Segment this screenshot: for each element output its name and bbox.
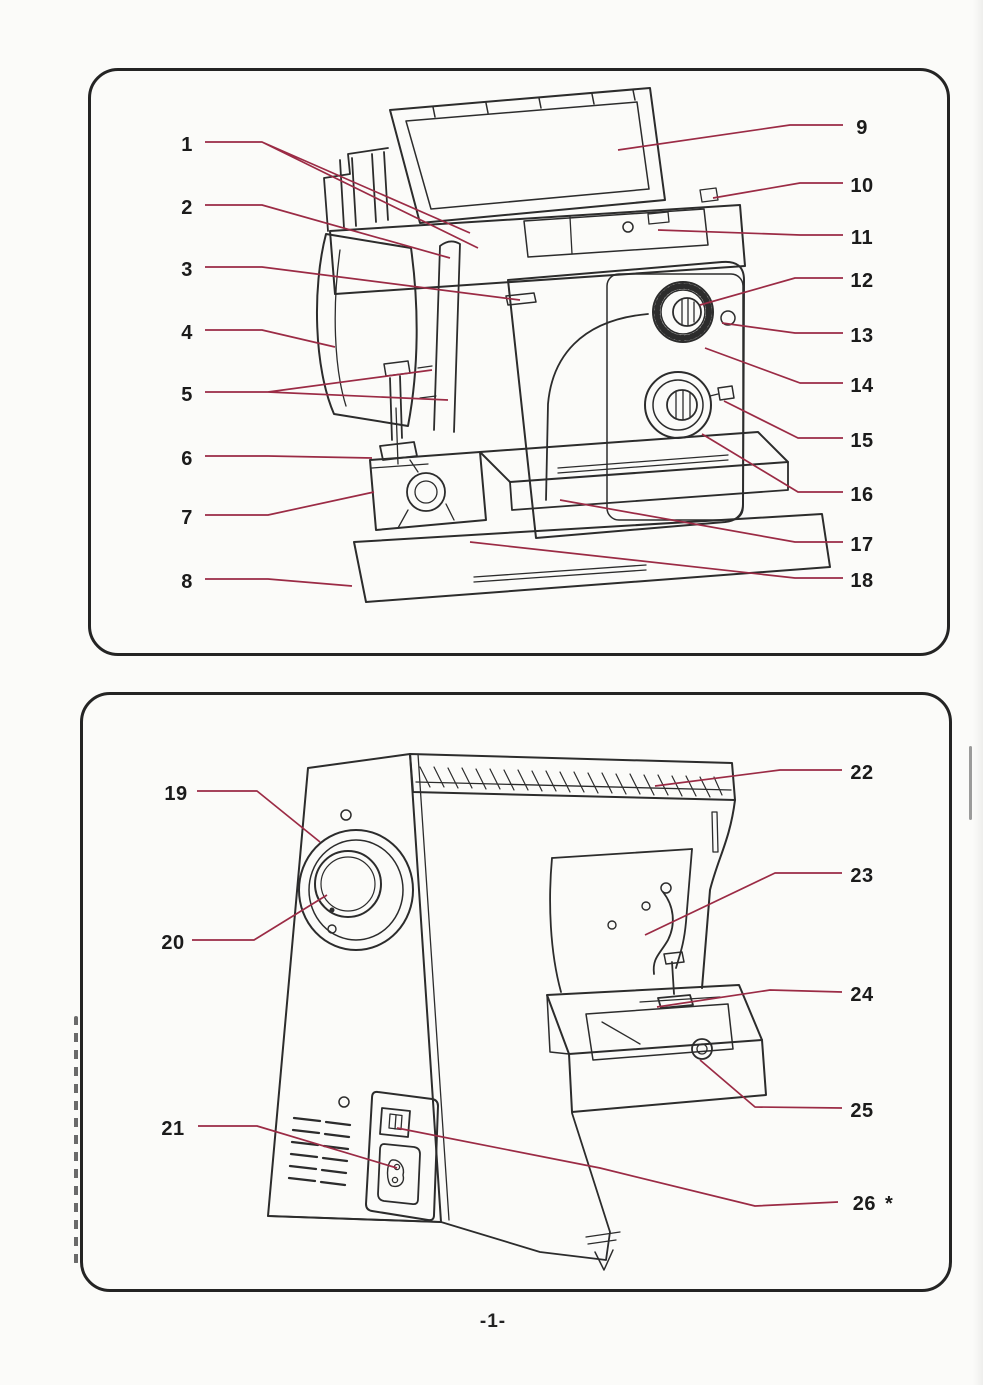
callout-label-17: 17	[850, 534, 874, 556]
callout-label-7: 7	[181, 507, 193, 529]
back-view-illustration	[192, 753, 843, 1271]
callout-label-1: 1	[181, 134, 193, 156]
callout-label-21: 21	[161, 1118, 185, 1140]
front-view-illustration	[205, 87, 843, 603]
back-leader-lines	[192, 769, 843, 1207]
callout-label-6: 6	[181, 448, 193, 470]
callout-label-8: 8	[181, 571, 193, 593]
page-edge-shading	[973, 0, 983, 1385]
asterisk-mark: *	[884, 1193, 894, 1215]
back-machine-drawing	[267, 753, 767, 1271]
page-number: -1-	[479, 1311, 507, 1332]
callout-label-22: 22	[850, 762, 874, 784]
callout-label-16: 16	[850, 484, 874, 506]
front-machine-drawing	[315, 87, 831, 603]
callout-label-14: 14	[850, 375, 874, 397]
front-leader-lines	[205, 124, 843, 587]
callout-label-2: 2	[181, 197, 193, 219]
callout-label-12: 12	[850, 270, 874, 292]
scan-artifact-left-edge	[74, 1016, 78, 1264]
scan-artifact-right-edge	[969, 746, 972, 820]
callout-label-5: 5	[181, 384, 193, 406]
back-view-panel: 19 20 21 22 23 24 25 26 *	[80, 692, 952, 1292]
callout-label-26-number: 26	[852, 1193, 876, 1215]
callout-label-4: 4	[181, 322, 193, 344]
callout-label-18: 18	[850, 570, 874, 592]
callout-label-24: 24	[850, 984, 874, 1006]
callout-label-20: 20	[161, 932, 185, 954]
callout-label-25: 25	[850, 1100, 874, 1122]
callout-label-15: 15	[850, 430, 874, 452]
callout-label-9: 9	[856, 117, 868, 139]
callout-label-23: 23	[850, 865, 874, 887]
callout-label-13: 13	[850, 325, 874, 347]
callout-label-11: 11	[850, 227, 874, 249]
callout-label-3: 3	[181, 259, 193, 281]
front-view-panel: 1 2 3 4 5 6 7 8 9 10 11 12 13 14 15 16 1…	[88, 68, 950, 656]
callout-label-10: 10	[850, 175, 874, 197]
callout-label-19: 19	[164, 783, 188, 805]
callout-label-26: 26 *	[853, 1194, 894, 1214]
